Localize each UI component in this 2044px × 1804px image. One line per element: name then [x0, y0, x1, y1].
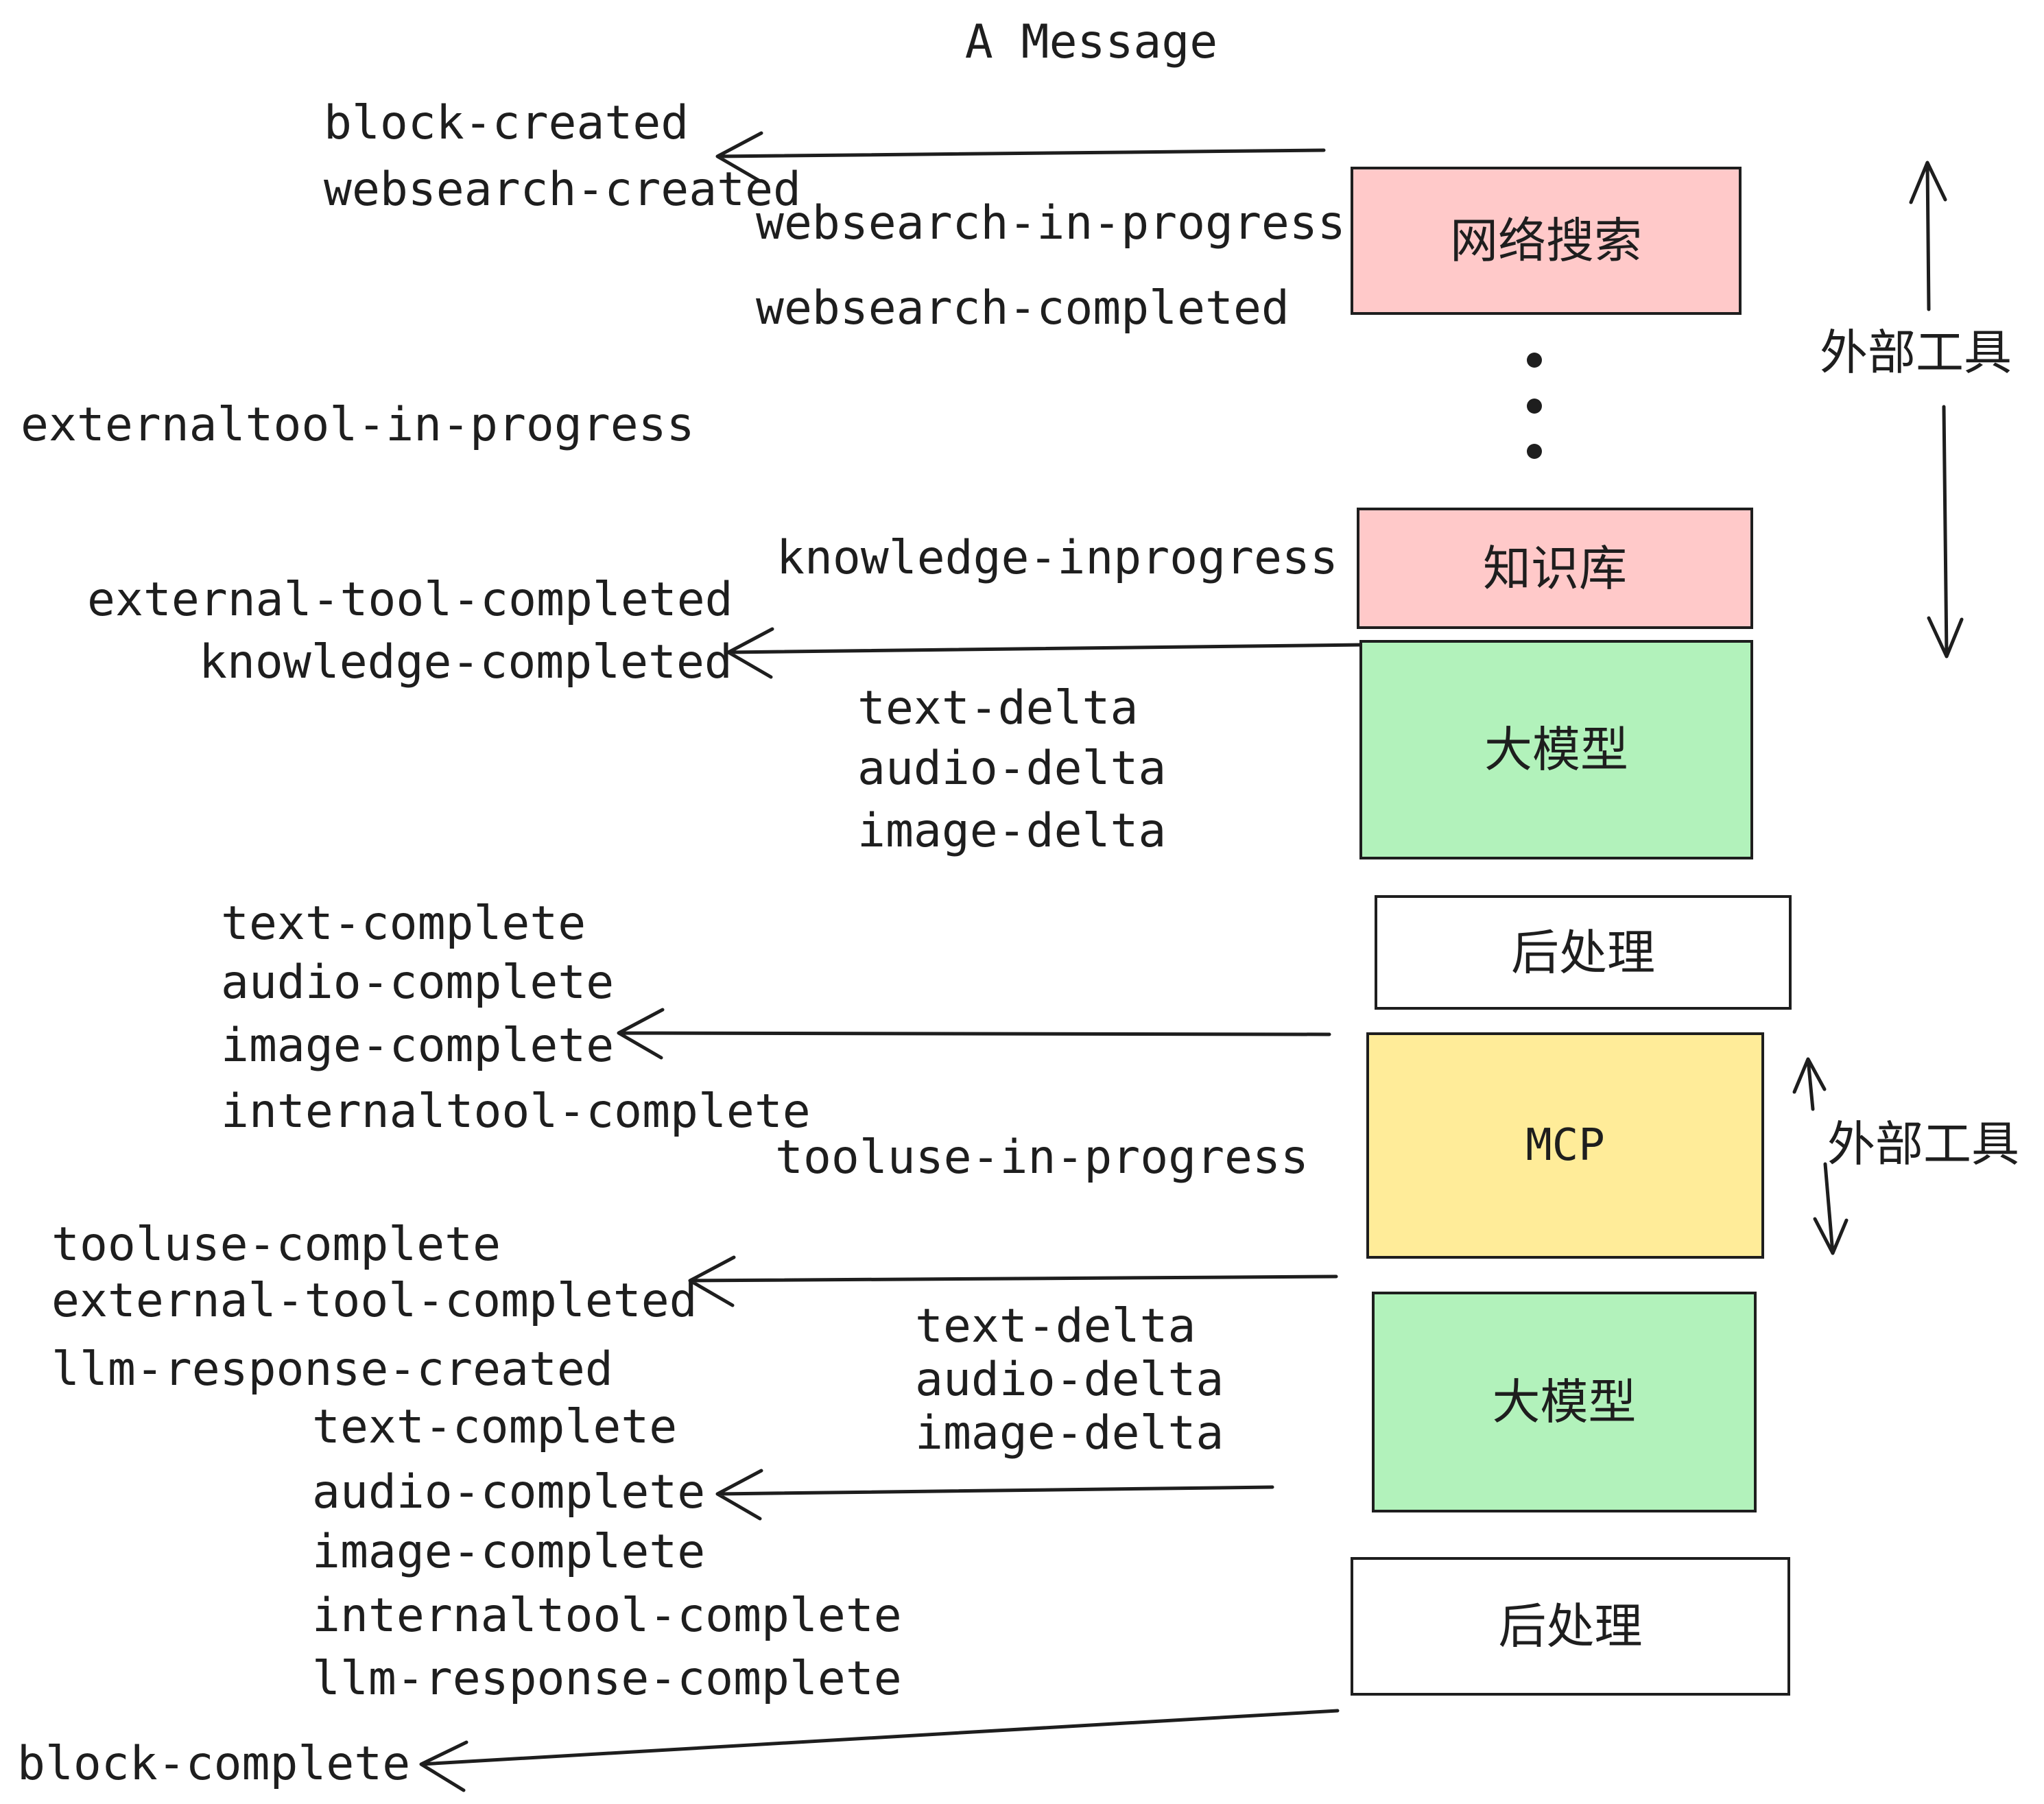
- ellipsis-dots-icon: [1527, 353, 1542, 459]
- event-label-audio-complete-2: audio-complete: [312, 1465, 706, 1519]
- event-label-knowledge-completed: knowledge-completed: [199, 635, 733, 689]
- event-label-image-complete-2: image-complete: [312, 1525, 706, 1579]
- event-label-llm-response-created: llm-response-created: [51, 1342, 613, 1397]
- box-websearch: 网络搜索: [1351, 167, 1742, 315]
- event-label-text-complete-2: text-complete: [312, 1400, 678, 1454]
- event-label-text-delta-1: text-delta: [857, 681, 1139, 735]
- event-label-audio-delta-2: audio-delta: [915, 1353, 1224, 1407]
- box-knowledge-label: 知识库: [1483, 541, 1627, 595]
- box-llm-2-label: 大模型: [1492, 1375, 1637, 1429]
- event-label-internaltool-complete-2: internaltool-complete: [312, 1589, 902, 1643]
- box-knowledge: 知识库: [1357, 508, 1753, 629]
- event-label-block-created: block-created: [324, 96, 689, 150]
- box-postprocess-2: 后处理: [1351, 1557, 1790, 1696]
- box-llm-2: 大模型: [1372, 1292, 1757, 1512]
- arrow-to-audio-complete: [715, 1469, 1274, 1521]
- box-llm-1: 大模型: [1359, 640, 1753, 859]
- page-title: A Message: [964, 15, 1218, 69]
- external-tools-label-top: 外部工具: [1820, 326, 2012, 379]
- event-label-image-delta-2: image-delta: [915, 1406, 1224, 1460]
- event-label-tooluse-in-progress: tooluse-in-progress: [775, 1130, 1309, 1185]
- event-label-block-complete: block-complete: [17, 1737, 411, 1791]
- event-label-image-complete-1: image-complete: [221, 1019, 615, 1073]
- box-mcp-label: MCP: [1525, 1120, 1605, 1171]
- event-label-llm-response-complete: llm-response-complete: [312, 1652, 902, 1706]
- arrow-to-image-complete: [617, 1008, 1331, 1060]
- event-label-audio-complete-1: audio-complete: [221, 956, 615, 1010]
- box-postprocess-1-label: 后处理: [1511, 925, 1655, 980]
- event-label-websearch-in-progress: websearch-in-progress: [756, 196, 1346, 250]
- box-postprocess-2-label: 后处理: [1498, 1600, 1643, 1653]
- arrow-to-knowledge-completed: [726, 627, 1366, 679]
- event-label-websearch-created: websearch-created: [324, 163, 801, 217]
- box-postprocess-1: 后处理: [1375, 895, 1792, 1010]
- arrow-to-block-complete: [419, 1709, 1340, 1792]
- event-label-websearch-completed: websearch-completed: [756, 281, 1290, 335]
- box-mcp: MCP: [1366, 1032, 1764, 1259]
- external-tools-label-mcp: 外部工具: [1827, 1117, 2019, 1171]
- double-arrow-external-tools-mcp: [1792, 1057, 1849, 1255]
- event-label-audio-delta-1: audio-delta: [857, 741, 1167, 796]
- event-label-image-delta-1: image-delta: [857, 804, 1167, 858]
- event-label-external-tool-completed-1: external-tool-completed: [87, 573, 733, 627]
- event-label-tooluse-complete: tooluse-complete: [51, 1218, 501, 1272]
- box-websearch-label: 网络搜索: [1450, 214, 1642, 268]
- event-label-text-complete-1: text-complete: [221, 897, 586, 951]
- event-label-knowledge-inprogress: knowledge-inprogress: [776, 531, 1338, 585]
- double-arrow-external-tools-top: [1909, 161, 1964, 658]
- arrow-to-block-created: [715, 131, 1326, 183]
- event-label-text-delta-2: text-delta: [915, 1299, 1196, 1353]
- event-label-external-tool-completed-2: external-tool-completed: [51, 1274, 698, 1328]
- event-label-internaltool-complete-1: internaltool-complete: [221, 1084, 811, 1139]
- arrow-to-tooluse-complete: [688, 1255, 1338, 1307]
- box-llm-1-label: 大模型: [1484, 723, 1628, 776]
- event-label-externaltool-in-progress: externaltool-in-progress: [21, 398, 695, 452]
